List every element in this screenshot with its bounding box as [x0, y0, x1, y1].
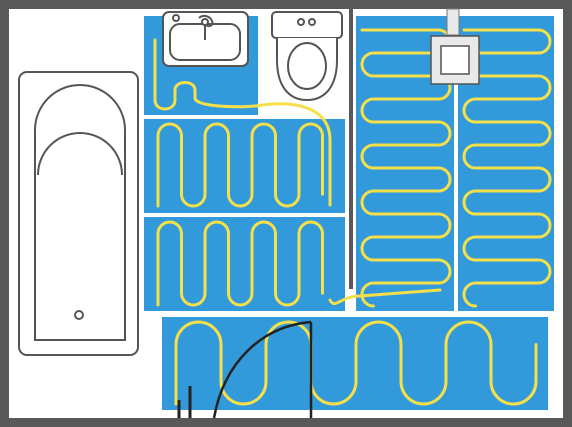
cable-link-right [328, 288, 442, 306]
partition-wall [349, 9, 353, 289]
thermostat-icon [430, 8, 480, 85]
cable-run-right-left [360, 28, 452, 308]
heating-cables [153, 28, 552, 406]
cable-run-sink [153, 38, 264, 111]
cable-run-middle-lower [156, 220, 324, 307]
cable-run-middle-upper [156, 122, 324, 208]
cable-leads [177, 386, 192, 418]
heating-mat-middle-upper [144, 119, 345, 213]
heating-mat-middle-lower [144, 217, 345, 311]
bathtub-icon [18, 71, 139, 356]
cable-link-toilet [260, 102, 332, 207]
door-icon [212, 320, 313, 419]
sink-icon [162, 11, 249, 67]
cable-run-bottom [174, 320, 538, 406]
toilet-icon [271, 11, 343, 102]
